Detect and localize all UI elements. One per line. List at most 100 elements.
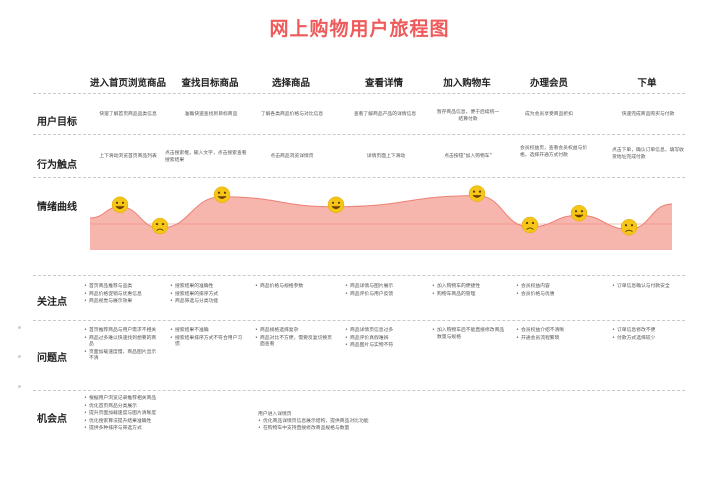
focus-item: 会员价格与优惠 bbox=[516, 292, 590, 299]
separator bbox=[33, 93, 685, 94]
focus-item: 加入购物车的便捷性 bbox=[432, 284, 508, 291]
focus-item: 商品价格与规格参数 bbox=[255, 284, 333, 291]
focus-item: 商品详情与图片展示 bbox=[345, 284, 425, 291]
opportunity-item: 提升页面加载速度与图片清晰度 bbox=[84, 411, 158, 418]
separator bbox=[33, 275, 685, 276]
happy-face-icon bbox=[213, 186, 231, 203]
focus-item: 商品价格促销与优惠信息 bbox=[84, 292, 158, 299]
goal-cell-4: 查看了解商品产品的详情信息 bbox=[353, 112, 417, 117]
opportunity-item: 在购物车中支持直接修改商品规格与数量 bbox=[258, 426, 498, 433]
problem-item: 加入购物车后不能直接修改商品数量与规格 bbox=[432, 328, 508, 341]
touch-cell-3: 点击商品浏览详情页 bbox=[270, 154, 314, 159]
focus-cell-2: 搜索结果的准确性 搜索结果的排序方式 商品筛选与分类功能 bbox=[170, 284, 244, 307]
margin-dot bbox=[18, 385, 21, 388]
problem-item: 页面加载速度慢，商品图片显示不清 bbox=[84, 350, 158, 363]
touch-cell-5: 点击按钮"加入购物车" bbox=[444, 154, 492, 159]
focus-cell-4: 商品详情与图片展示 商品评价与用户反馈 bbox=[345, 284, 425, 299]
focus-cell-3: 商品价格与规格参数 bbox=[255, 284, 333, 292]
focus-item: 首页商品推荐与品类 bbox=[84, 284, 158, 291]
emotion-area bbox=[90, 195, 672, 250]
goal-cell-3: 了解各类商品价格与对比信息 bbox=[260, 112, 324, 117]
opportunity-item: 优化商品详情页信息展示结构，提供商品对比功能 bbox=[258, 419, 498, 426]
opportunity-item: 根据用户浏览记录推荐相关商品 bbox=[84, 396, 158, 403]
row-label-emotion: 情绪曲线 bbox=[37, 202, 77, 213]
stage-header-2: 查找目标商品 bbox=[181, 78, 239, 89]
separator bbox=[33, 177, 685, 178]
emotion-line bbox=[89, 195, 673, 230]
problem-cell-7: 订单信息修改不便 付款方式选择较少 bbox=[612, 328, 686, 343]
opportunity-cell-wide: 用户进入详情页 优化商品详情页信息展示结构，提供商品对比功能 在购物车中支持直接… bbox=[258, 412, 498, 434]
stage-header-3: 选择商品 bbox=[271, 78, 310, 89]
margin-dot bbox=[18, 326, 21, 329]
sad-face-icon bbox=[620, 218, 638, 236]
touch-cell-1: 上下滑动浏览首页商品列表 bbox=[99, 154, 157, 159]
emotion-curve-chart bbox=[89, 185, 673, 250]
sad-face-icon bbox=[151, 217, 169, 235]
separator bbox=[33, 134, 685, 135]
focus-item: 商品筛选与分类功能 bbox=[170, 299, 244, 306]
row-label-goal: 用户目标 bbox=[37, 117, 77, 128]
stage-header-5: 加入购物车 bbox=[443, 78, 491, 89]
goal-cell-1: 快速了解首页商品品类信息 bbox=[99, 112, 157, 117]
focus-item: 搜索结果的排序方式 bbox=[170, 292, 244, 299]
problem-cell-4: 商品详情页信息过多 商品评价真假难辨 商品图片与实物不符 bbox=[345, 328, 425, 351]
problem-cell-5: 加入购物车后不能直接修改商品数量与规格 bbox=[432, 328, 508, 342]
touch-cell-4: 详情页面上下滑动 bbox=[366, 154, 406, 159]
focus-item: 订单信息确认与付款安全 bbox=[612, 284, 686, 291]
row-label-touch: 行为触点 bbox=[37, 160, 77, 171]
problem-cell-1: 首页推荐商品与用户需求不相关 商品过多难以快速找到想要的商品 页面加载速度慢，商… bbox=[84, 328, 158, 364]
goal-cell-6: 成为会员享受商品折扣 bbox=[525, 112, 573, 117]
goal-cell-2: 准确快速查找到目标商品 bbox=[184, 112, 238, 117]
problem-item: 商品图片与实物不符 bbox=[345, 343, 425, 350]
touch-cell-7: 点击下单，确认订单信息，填写收货地址完成付款 bbox=[612, 148, 684, 160]
focus-cell-1: 首页商品推荐与品类 商品价格促销与优惠信息 商品视觉与展示效果 bbox=[84, 284, 158, 307]
problem-item: 商品详情页信息过多 bbox=[345, 328, 425, 335]
problem-item: 付款方式选择较少 bbox=[612, 336, 686, 343]
focus-item: 商品评价与用户反馈 bbox=[345, 292, 425, 299]
focus-item: 搜索结果的准确性 bbox=[170, 284, 244, 291]
row-label-focus: 关注点 bbox=[37, 297, 67, 308]
problem-item: 商品对比不方便，需要反复切换页面查看 bbox=[255, 336, 333, 349]
stage-header-6: 办理会员 bbox=[529, 78, 568, 89]
happy-face-icon bbox=[111, 196, 129, 214]
goal-cell-5: 暂存商品信息，便于后续统一结算付款 bbox=[436, 110, 500, 122]
problem-cell-3: 商品规格选择复杂 商品对比不方便，需要反复切换页面查看 bbox=[255, 328, 333, 350]
problem-item: 开通会员流程繁琐 bbox=[516, 336, 590, 343]
problem-item: 订单信息修改不便 bbox=[612, 328, 686, 335]
problem-item: 商品规格选择复杂 bbox=[255, 328, 333, 335]
problem-item: 搜索结果排序方式不符合用户习惯 bbox=[170, 336, 244, 349]
happy-face-icon bbox=[468, 185, 486, 202]
separator bbox=[33, 390, 685, 391]
focus-cell-5: 加入购物车的便捷性 购物车商品的管理 bbox=[432, 284, 508, 299]
opportunity-item: 提供多种排序与筛选方式 bbox=[84, 426, 158, 433]
focus-cell-7: 订单信息确认与付款安全 bbox=[612, 284, 686, 292]
touch-cell-2: 点击搜索框，输入文字，点击搜索查看搜索结果 bbox=[165, 151, 247, 163]
stage-header-1: 进入首页浏览商品 bbox=[89, 78, 166, 89]
page-title: 网上购物用户旅程图 bbox=[269, 18, 450, 40]
happy-face-icon bbox=[327, 196, 345, 214]
opportunity-note: 用户进入详情页 bbox=[258, 412, 292, 417]
problem-item: 商品评价真假难辨 bbox=[345, 336, 425, 343]
focus-item: 会员权益内容 bbox=[516, 284, 590, 291]
margin-dot bbox=[18, 355, 21, 358]
problem-item: 会员权益介绍不清晰 bbox=[516, 328, 590, 335]
problem-item: 首页推荐商品与用户需求不相关 bbox=[84, 328, 158, 335]
problem-cell-6: 会员权益介绍不清晰 开通会员流程繁琐 bbox=[516, 328, 590, 343]
focus-cell-6: 会员权益内容 会员价格与优惠 bbox=[516, 284, 590, 299]
row-label-opportunity: 机会点 bbox=[37, 414, 67, 425]
opportunity-cell-1: 根据用户浏览记录推荐相关商品 优化首页商品分类展示 提升页面加载速度与图片清晰度… bbox=[84, 396, 158, 434]
opportunity-item: 优化首页商品分类展示 bbox=[84, 404, 158, 411]
problem-item: 商品过多难以快速找到想要的商品 bbox=[84, 336, 158, 349]
stage-header-7: 下单 bbox=[637, 78, 657, 89]
touch-cell-6: 会员权益页，查看会员权益与价格，选择开通方式付款 bbox=[520, 146, 588, 158]
opportunity-item: 优化搜索算法提升结果准确性 bbox=[84, 419, 158, 426]
happy-face-icon bbox=[570, 204, 588, 222]
focus-item: 购物车商品的管理 bbox=[432, 292, 508, 299]
problem-cell-2: 搜索结果不准确 搜索结果排序方式不符合用户习惯 bbox=[170, 328, 244, 350]
problem-item: 搜索结果不准确 bbox=[170, 328, 244, 335]
separator bbox=[33, 320, 685, 321]
focus-item: 商品视觉与展示效果 bbox=[84, 299, 158, 306]
sad-face-icon bbox=[521, 216, 539, 234]
goal-cell-7: 快速完成商品购买与付款 bbox=[621, 112, 675, 117]
stage-header-4: 查看详情 bbox=[364, 78, 403, 89]
